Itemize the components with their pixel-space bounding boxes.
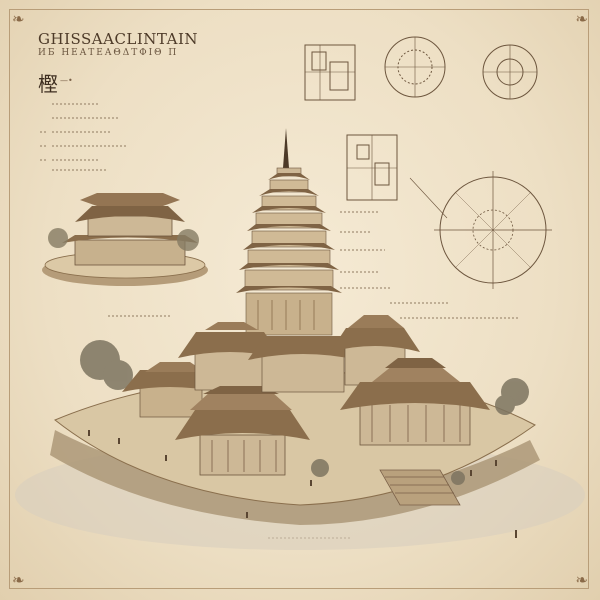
left-temple-hall <box>122 362 218 418</box>
radial-plan-2 <box>482 44 538 100</box>
floor-plan-1 <box>304 44 356 101</box>
corner-ornament-top-left: ❧ <box>12 10 25 28</box>
chinese-glyph: 樫 <box>38 72 58 96</box>
stone-stairs <box>379 469 461 506</box>
center-hall <box>248 336 358 393</box>
glyph-mark: —• <box>60 76 73 85</box>
small-temple-hall <box>42 193 208 286</box>
drawing-title: GHISSAACLINTAIN <box>38 30 198 48</box>
pagoda <box>236 128 342 336</box>
floor-plan-sketches <box>304 36 538 201</box>
corner-ornament-bottom-right: ❧ <box>575 571 588 589</box>
right-front-hall <box>340 358 490 446</box>
drawing-subtitle: ИБ ΗΕΑΤΕΑΘΔΤΦΙΘ Π <box>38 48 179 58</box>
corner-ornament-bottom-left: ❧ <box>12 571 25 589</box>
trees <box>80 340 529 485</box>
corner-ornament-top-right: ❧ <box>575 10 588 28</box>
annotation-lines-left <box>40 103 126 171</box>
right-tall-hall <box>330 315 420 386</box>
figures <box>88 430 517 538</box>
drawing-frame <box>9 9 589 589</box>
radial-plan-1 <box>384 36 446 98</box>
radial-plan-diagram <box>409 171 552 289</box>
front-left-hall <box>175 386 310 476</box>
floor-plan-2 <box>346 134 398 201</box>
